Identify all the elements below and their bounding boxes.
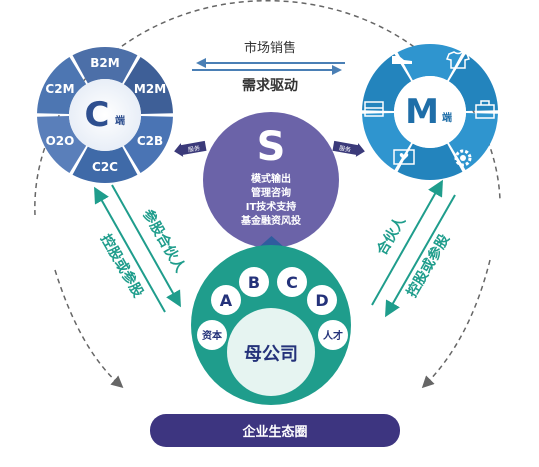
suit-icon [364, 101, 384, 117]
tv-heart-icon [393, 149, 415, 165]
m-hub-segment [397, 143, 463, 180]
svg-text:A: A [220, 291, 233, 310]
c-hub-letter: C [85, 95, 110, 135]
svg-text:D: D [315, 291, 328, 310]
parent-tag-talent: 人才 [318, 320, 348, 350]
m-hub-letter: M [405, 92, 439, 132]
parent-node-a: A [211, 285, 241, 315]
svg-text:服务: 服务 [338, 144, 351, 154]
svg-text:C: C [286, 273, 298, 292]
c-hub-suffix: 端 [115, 114, 125, 127]
m-hub-segment [397, 43, 463, 81]
shoe-icon [392, 56, 412, 64]
c-hub-segment [72, 46, 138, 84]
c-hub-segment [37, 57, 87, 115]
svg-text:服务: 服务 [187, 144, 200, 154]
right-flow-upper-label: 合伙人 [373, 212, 409, 258]
gear-icon [454, 149, 472, 167]
c-hub-segment-label: C2B [137, 134, 163, 148]
m-hub-segment [362, 54, 412, 112]
s-hub-letter: S [257, 124, 286, 170]
s-hub-line-1: 模式输出 [251, 172, 291, 185]
handbag-icon [475, 100, 495, 119]
ecosystem-bar: 企业生态圈 [150, 414, 400, 447]
svg-text:资本: 资本 [202, 329, 223, 342]
s-hub-circle [203, 112, 339, 248]
c-hub-segment [123, 57, 173, 115]
c-hub-segment-label: C2M [45, 82, 74, 96]
c-hub-segment [37, 115, 87, 173]
ecosystem-label: 企业生态圈 [241, 424, 307, 440]
c-hub: B2M M2M C2B C2C O2O C2M C 端 [37, 46, 173, 183]
left-flow: 参股合伙人 控股或参股 [94, 184, 189, 313]
s-hub: S 模式输出 管理咨询 IT技术支持 基金融资风投 [203, 112, 339, 248]
left-flow-upper-label: 参股合伙人 [139, 206, 189, 276]
parent-tag-capital: 资本 [197, 320, 227, 350]
c-hub-segment-label: B2M [90, 56, 119, 70]
parent-node-d: D [307, 285, 337, 315]
c-hub-segment-label: M2M [134, 82, 166, 96]
top-flow-upper-label: 市场销售 [244, 40, 296, 56]
svg-text:B: B [248, 273, 260, 292]
s-to-c-tag: 服务 [174, 140, 207, 157]
m-hub-segment [362, 112, 412, 170]
s-hub-line-2: 管理咨询 [251, 186, 291, 199]
s-to-m-tag: 服务 [332, 140, 365, 157]
s-hub-line-3: IT技术支持 [246, 200, 297, 213]
top-flow: 市场销售 需求驱动 [192, 40, 345, 94]
c-hub-segment-label: O2O [46, 134, 75, 148]
parent-inner-circle [227, 308, 315, 396]
tshirt-icon [445, 51, 471, 69]
m-hub-center [394, 76, 466, 148]
c-hub-segment-label: C2C [92, 160, 118, 174]
top-flow-lower-label: 需求驱动 [242, 77, 298, 94]
m-hub: M 端 [362, 43, 498, 180]
m-hub-suffix: 端 [442, 111, 452, 124]
parent-node-c: C [277, 267, 307, 297]
c-hub-segment [72, 146, 138, 183]
c-hub-center [69, 79, 141, 151]
right-flow: 合伙人 控股或参股 [371, 179, 456, 318]
parent-company: 母公司 A B C D 资本 人才 [191, 245, 351, 405]
s-hub-line-4: 基金融资风投 [240, 214, 301, 227]
svg-text:人才: 人才 [323, 329, 343, 342]
parent-title: 母公司 [244, 344, 298, 365]
parent-node-b: B [239, 267, 269, 297]
c-hub-segment [123, 115, 173, 173]
